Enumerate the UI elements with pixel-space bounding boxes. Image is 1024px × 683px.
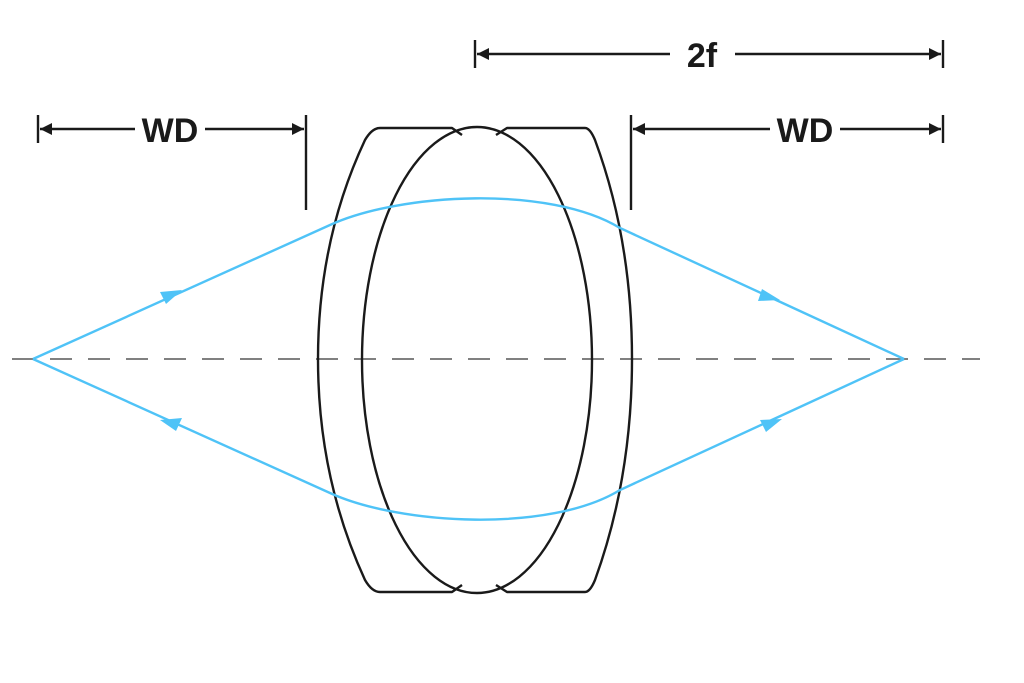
ray-arrow-icon xyxy=(160,418,182,431)
upper-ray xyxy=(32,197,905,361)
label-wd-left: WD xyxy=(142,112,199,150)
left-meniscus-lens xyxy=(316,126,463,594)
ray-arrow-icon xyxy=(760,419,782,432)
ray-arrow-icon xyxy=(160,290,182,304)
biconvex-lens xyxy=(360,125,594,595)
label-2f: 2f xyxy=(687,37,718,75)
lower-ray xyxy=(32,357,905,521)
label-wd-right: WD xyxy=(777,112,834,150)
ray-arrow-icon xyxy=(758,289,780,301)
right-meniscus-lens xyxy=(495,126,634,594)
